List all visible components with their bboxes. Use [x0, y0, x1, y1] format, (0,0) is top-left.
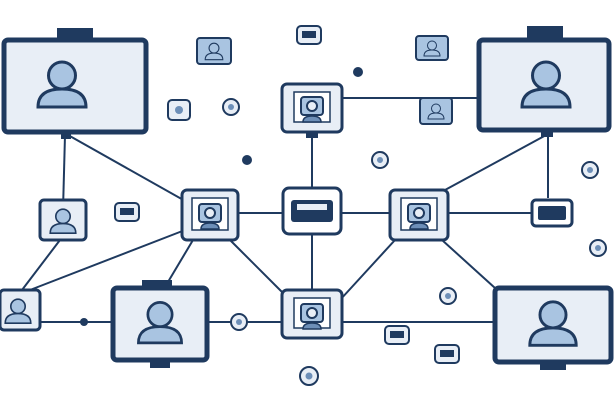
decorative-icons	[80, 25, 607, 386]
camera-bottom-center	[280, 288, 344, 340]
monitor-bottom-center	[110, 280, 210, 368]
switch-icon	[291, 200, 333, 222]
webcam-user-icon	[300, 303, 324, 330]
badge-icon	[230, 313, 248, 331]
links-layer	[21, 97, 549, 323]
badge-icon	[299, 366, 319, 386]
small-monitor-icon	[196, 37, 232, 65]
badge-icon	[371, 151, 389, 169]
monitor-bottom-right	[492, 285, 614, 370]
node-dot	[242, 155, 252, 165]
chat-bubble-icon	[114, 202, 140, 222]
link	[444, 133, 549, 191]
camera-top-center	[280, 82, 344, 138]
link	[339, 239, 396, 301]
small-user-far-left	[0, 288, 42, 332]
small-user-left	[38, 198, 88, 242]
webcam-user-icon	[407, 203, 431, 230]
webcam-user-icon	[300, 96, 324, 123]
switch-center	[281, 186, 343, 236]
badge-icon	[589, 239, 607, 257]
camera-left	[180, 188, 240, 242]
chat-bubble-icon	[296, 25, 322, 45]
badge-icon	[581, 161, 599, 179]
small-monitor-icon	[419, 97, 453, 125]
badge-icon	[222, 98, 240, 116]
node-dot	[80, 318, 88, 326]
switch-right	[530, 198, 574, 228]
monitor-top-left	[1, 28, 149, 139]
monitor-top-right	[476, 26, 612, 137]
camera-right	[388, 188, 450, 242]
link	[21, 239, 61, 291]
link	[441, 239, 496, 289]
link	[164, 239, 194, 288]
switch-icon	[538, 206, 566, 220]
link	[62, 134, 66, 211]
badge-icon	[439, 287, 457, 305]
node-dot	[353, 67, 363, 77]
chat-bubble-icon	[434, 344, 460, 364]
badge-icon	[167, 99, 191, 121]
chat-bubble-icon	[384, 325, 410, 345]
link	[29, 229, 186, 291]
small-monitor-icon	[415, 35, 449, 61]
webcam-user-icon	[198, 203, 222, 230]
link	[229, 239, 291, 301]
